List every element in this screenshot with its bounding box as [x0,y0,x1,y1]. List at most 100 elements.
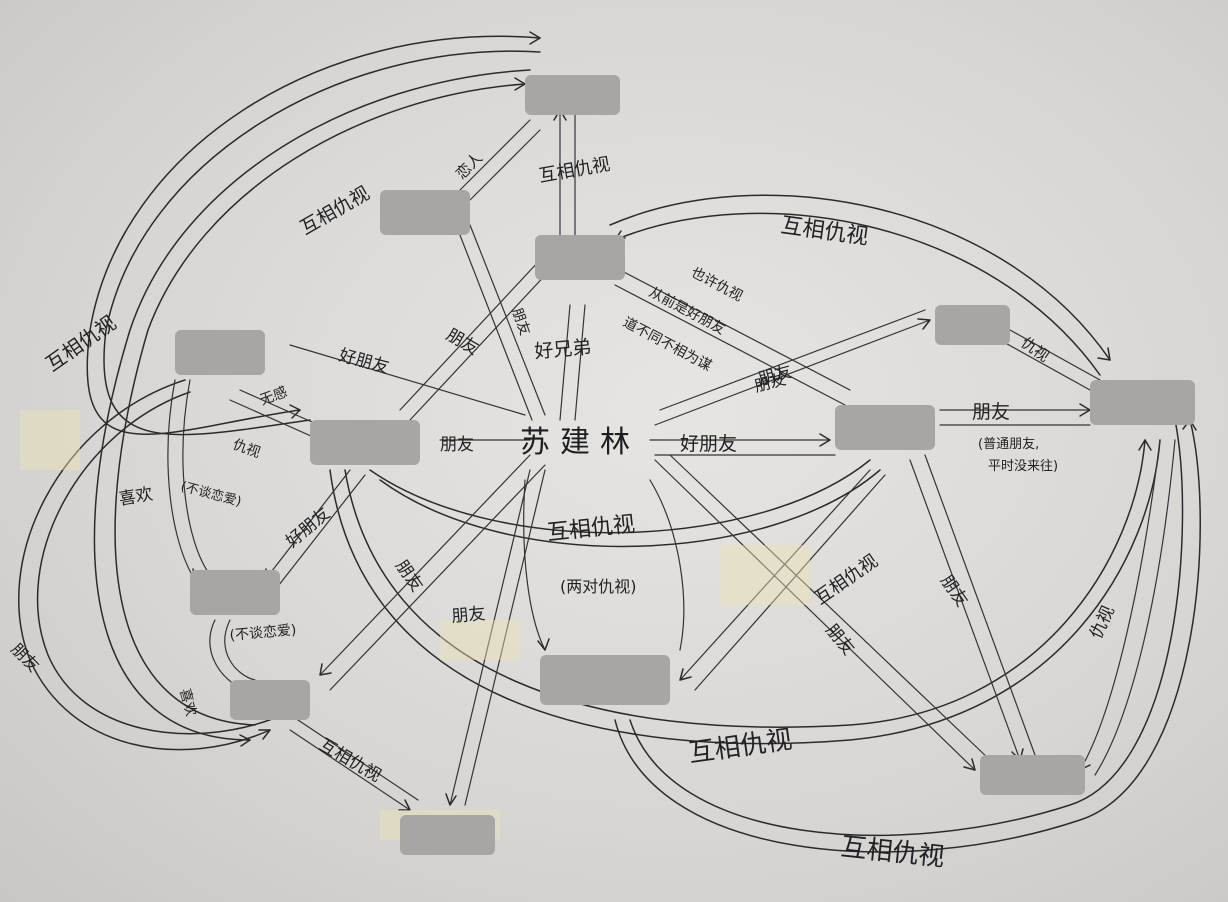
label-l36: 喜欢 [176,687,199,718]
label-l38: 朋友 [7,639,43,675]
label-l9: 好朋友 [337,346,391,379]
arrowhead [258,729,271,740]
edge-center-to-bottom-2 [464,469,546,806]
arrowhead [289,404,301,419]
arrowhead [445,793,457,806]
tape-piece [20,410,80,470]
redacted-name-node [835,405,935,450]
edge-upper-left-to-top-2 [469,129,541,201]
arrowhead [319,663,332,676]
edge-center-to-upper-left [469,224,546,416]
edge-right-mid-to-center-low [679,469,871,681]
edge-top-to-inner-left-outer [86,35,541,436]
edge-left-to-inner-left [229,399,321,441]
redacted-name-node [190,570,280,615]
edge-center-to-bottom-right-2 [669,454,991,761]
redacted-name-node [525,75,620,115]
edge-upper-mid-to-far-right-arc [609,194,1111,361]
redacted-name-nodes [20,75,1195,855]
label-l5: 互相仇视 [779,213,870,250]
edge-center-to-upper-mid-1 [559,304,571,421]
label-l32: 仇视 [1086,603,1118,642]
edge-right-mid-to-center-low-2 [694,474,886,691]
edges [18,35,1201,853]
label-l10: 朋友 [443,325,482,359]
edge-upper-mid-to-far-right-arc-2 [614,212,1101,376]
label-l28: 平时没来往) [988,459,1058,474]
arrowhead [537,638,550,651]
edge-center-to-bottom-left-2 [329,464,546,691]
edge-center-to-bottom [449,469,531,806]
edge-right-upper-to-far-right [1009,329,1101,381]
arrowhead [679,668,692,681]
label-l4: 互相仇视 [297,182,374,239]
edge-center-low-to-bottom-right-loop [614,419,1201,853]
label-l21: (两对仇视) [560,577,637,596]
edge-center-to-bottom-right [654,459,976,771]
label-l34: 互相仇视 [839,832,946,873]
label-l26: 朋友 [972,401,1010,423]
edge-bottom-left-to-bottom [289,729,411,811]
edge-center-to-left [289,344,526,416]
edge-upper-mid-to-inner-left [399,259,541,411]
label-l17: 朋友 [440,435,474,455]
redacted-name-node [380,190,470,235]
redacted-name-node [540,655,670,705]
arrowhead [398,799,411,811]
edge-bottom-left-to-bottom-2 [294,717,419,801]
edge-top-to-bottom-left-loop-2 [114,83,526,726]
label-l29: 互相仇视 [811,551,882,609]
arrowhead [1138,439,1152,451]
label-l14: 仇视 [231,437,263,462]
edge-far-right-to-bottom-right [1079,439,1161,771]
edge-inner-left-to-far-right-loop [329,439,1161,745]
arrowhead [819,433,831,447]
redacted-name-node [310,420,420,465]
label-l25: 仇视 [1018,334,1053,366]
label-l6: 也许仇视 [688,264,745,304]
label-l37: 互相仇视 [316,735,385,786]
redacted-name-node [535,235,625,280]
edge-right-mid-to-bottom-right [909,459,1021,761]
redacted-name-node [980,755,1085,795]
edge-center-to-bottom-left [319,454,531,676]
tape-piece [720,545,810,605]
arrowhead [1097,347,1111,361]
edge-center-low-to-bottom-right-loop-2 [629,419,1184,836]
edge-top-to-bottom-left-loop [93,69,531,741]
edge-left-to-left-low-2 [182,379,211,576]
edge-right-upper-to-far-right-2 [999,339,1091,391]
label-l19: 朋友 [391,556,427,595]
redacted-name-node [935,305,1010,345]
arrowhead [514,77,526,91]
label-l22: 朋友 [451,604,487,627]
arrowhead [529,31,541,45]
edge-center-to-upper-mid-2 [574,304,586,421]
edge-center-to-center-low [523,479,546,651]
edge-center-to-right-upper [654,319,931,426]
edge-left-to-bottom-left-outer [18,379,271,751]
label-l27: (普通朋友, [978,436,1039,452]
label-l12: 好兄弟 [534,336,593,363]
redacted-name-node [1090,380,1195,425]
edge-center-to-upper-left-2 [457,229,533,421]
edge-inner-left-to-left-low [264,469,351,581]
redacted-name-node [175,330,265,375]
label-l15: 喜欢 [117,484,154,510]
edge-upper-mid-to-right-mid [619,269,851,391]
arrowhead [239,734,251,747]
label-l2: 恋人 [452,149,486,183]
edge-upper-mid-to-right-mid-2 [614,284,846,406]
edge-left-low-to-bottom-left-2 [224,619,256,681]
edge-inner-left-to-right-mid-loop [369,459,871,534]
edge-center-to-center-low-2 [649,479,685,651]
edge-upper-mid-to-inner-left-2 [409,269,551,421]
label-l13: 无感 [258,383,290,409]
edge-left-to-bottom-left-outer-2 [36,391,276,735]
label-l23: 好朋友 [680,433,737,455]
label-l35: (不谈恋爱) [229,621,297,644]
center-person-name: 苏建林 [520,425,640,460]
redacted-name-node [400,815,495,855]
label-l18: 好朋友 [282,504,334,552]
edge-top-to-inner-left-outer-2 [103,50,541,436]
